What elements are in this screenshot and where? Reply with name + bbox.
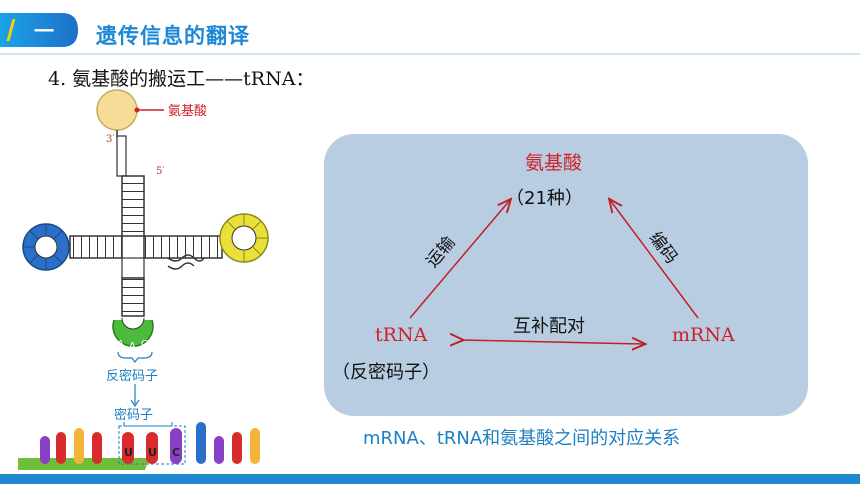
svg-text:3′: 3′ (106, 134, 115, 145)
acceptor-overhang (116, 135, 127, 177)
header-divider (0, 53, 860, 55)
t-arm-stem (143, 235, 223, 259)
diagram-amino-acid-count: （21种） (506, 188, 583, 209)
relationship-panel (324, 134, 808, 416)
arrow-complementary-pairing (462, 340, 644, 344)
anticodon-bracket (117, 351, 153, 363)
anticodon-label: 反密码子 (106, 368, 158, 384)
codon-label: 密码子 (114, 407, 153, 423)
arrow-trna-to-amino-acid (409, 200, 510, 319)
anticodon-base-3: G (141, 339, 149, 350)
footer-bar (0, 474, 860, 484)
anticodon-base-2: A (129, 341, 136, 352)
diagram-amino-acid: 氨基酸 (525, 152, 583, 174)
page-title: 遗传信息的翻译 (96, 24, 250, 48)
acceptor-stem (121, 175, 145, 237)
anticodon-stem (121, 277, 145, 317)
section-badge: 一 (0, 13, 78, 47)
diagram-anticodon: （反密码子） (332, 362, 440, 383)
amino-acid-label: 氨基酸 (168, 104, 207, 119)
figure-caption: mRNA、tRNA和氨基酸之间的对应关系 (363, 428, 681, 449)
mrna-bases (40, 422, 260, 464)
arrow-mrna-to-amino-acid (610, 200, 699, 319)
d-arm-stem (69, 235, 123, 259)
section-subtitle: 4. 氨基酸的搬运工——tRNA： (48, 68, 315, 90)
header: 一 遗传信息的翻译 (0, 6, 860, 52)
mrna-base-1: U (124, 446, 133, 459)
amino-acid-ball (96, 89, 138, 131)
label-complementary-pairing: 互补配对 (513, 316, 585, 337)
anticodon-base-1: A (117, 339, 124, 350)
diagram-trna: tRNA (375, 324, 428, 346)
mrna-base-3: C (172, 446, 180, 459)
badge-text: 一 (34, 19, 54, 43)
diagram-mrna: mRNA (672, 324, 735, 346)
svg-text:5′: 5′ (156, 166, 165, 177)
trna-cloverleaf-illustration: 氨基酸 3′ 5′ A A G 反密码子 密码子 (18, 89, 269, 470)
relationship-arrows (409, 134, 699, 416)
anticodon-loop (112, 319, 154, 347)
mrna-base-2: U (148, 446, 157, 459)
